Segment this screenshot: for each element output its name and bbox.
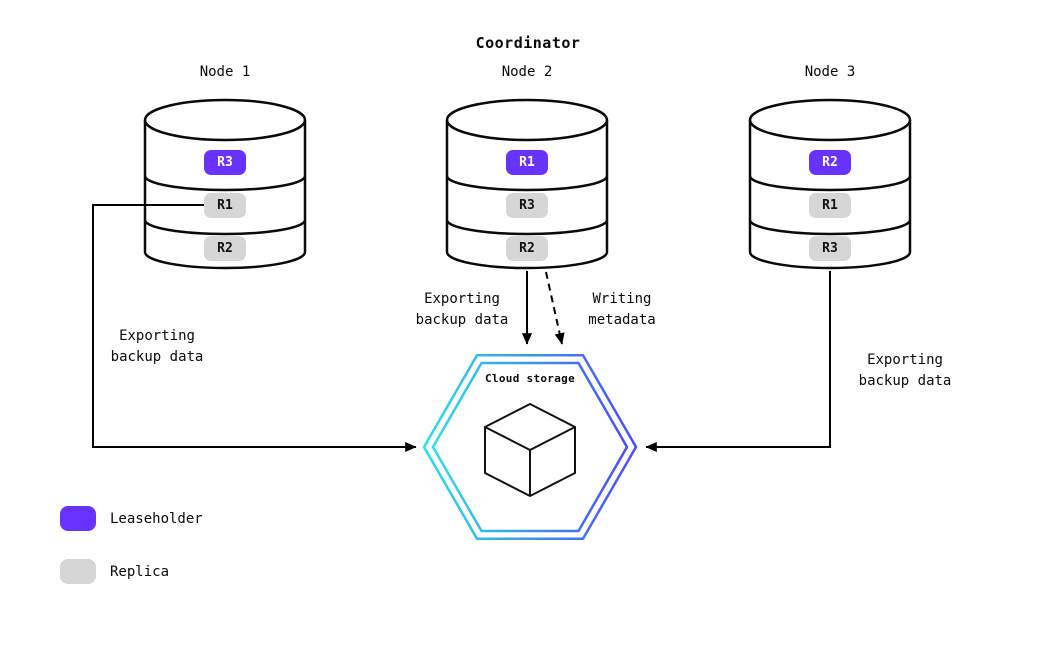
node-2-metadata-label: Writing metadata bbox=[588, 291, 656, 328]
node-1-leaseholder-badge: R3 bbox=[204, 150, 246, 175]
node-1-replica-badge: R1 bbox=[204, 193, 246, 218]
legend-replica-label: Replica bbox=[110, 563, 170, 580]
cloud-storage-hexagon bbox=[422, 353, 638, 541]
cloud-storage-label: Cloud storage bbox=[485, 372, 575, 385]
node-2-replica-badge: R3 bbox=[506, 193, 548, 218]
arrow-node1-export bbox=[92, 204, 417, 453]
node-3-label: Node 3 bbox=[804, 64, 856, 80]
legend-item-replica: Replica bbox=[60, 559, 169, 584]
legend-leaseholder-label: Leaseholder bbox=[110, 510, 203, 527]
node-2-leaseholder-badge: R1 bbox=[506, 150, 548, 175]
arrow-node3-export bbox=[645, 271, 831, 453]
arrow-node2-metadata-dashed bbox=[545, 271, 565, 345]
node-3-leaseholder-badge: R2 bbox=[809, 150, 851, 175]
node-1-export-label: Exporting backup data bbox=[110, 328, 204, 365]
node-3-export-label: Exporting backup data bbox=[858, 352, 952, 389]
cube-icon bbox=[484, 403, 576, 497]
diagram-title: Coordinator bbox=[475, 34, 581, 52]
node-2-label: Node 2 bbox=[501, 64, 553, 80]
node-1-label: Node 1 bbox=[199, 64, 251, 80]
replica-swatch bbox=[60, 559, 96, 584]
node-2-export-label: Exporting backup data bbox=[415, 291, 509, 328]
node-2-replica-badge: R2 bbox=[506, 236, 548, 261]
leaseholder-swatch bbox=[60, 506, 96, 531]
node-3-replica-badge: R3 bbox=[809, 236, 851, 261]
node-1-replica-badge: R2 bbox=[204, 236, 246, 261]
node-3-replica-badge: R1 bbox=[809, 193, 851, 218]
legend-item-leaseholder: Leaseholder bbox=[60, 506, 203, 531]
